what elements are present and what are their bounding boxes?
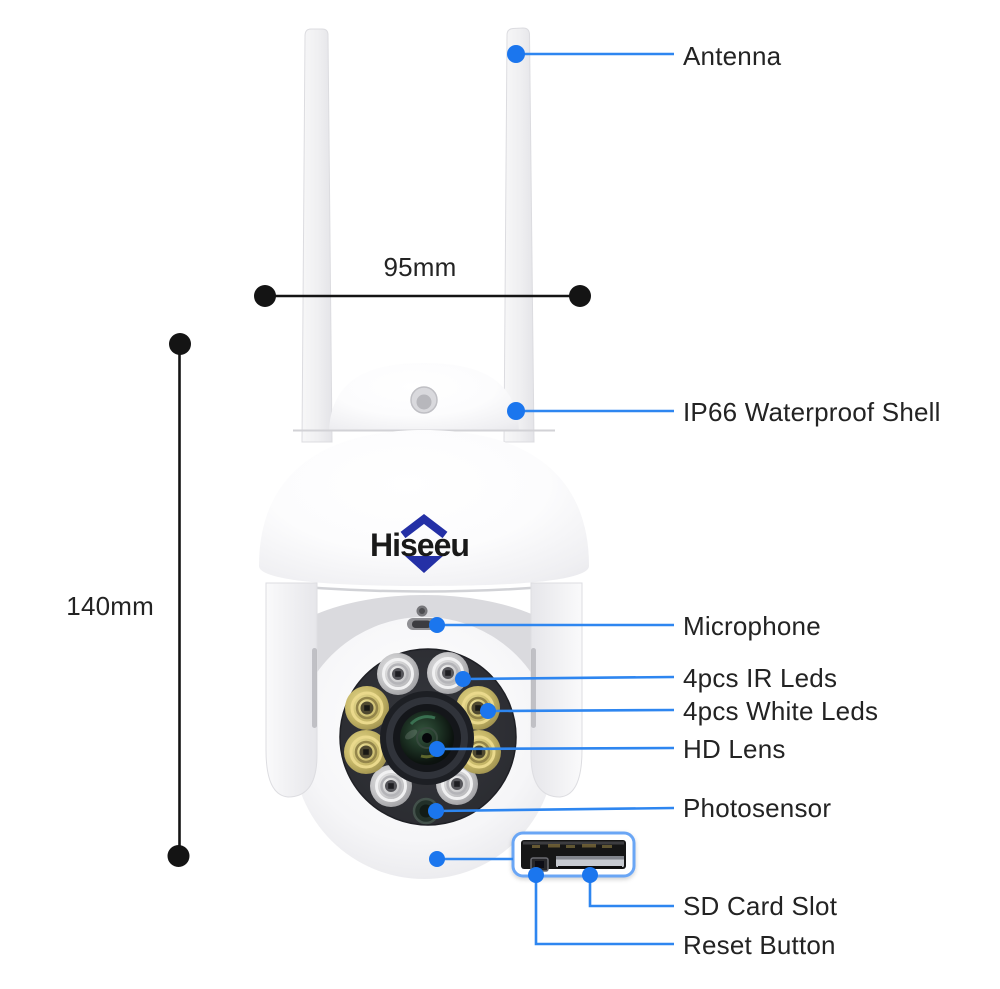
callout-line-sd-slot [588,875,674,908]
width-measurement-label: 95mm [383,252,457,282]
antenna-left [301,28,333,443]
brand-logo-text: Hiseeu [370,527,470,563]
callout-line-reset [534,875,674,946]
callout-line-photosensor [435,806,675,813]
hd-lens [380,691,474,785]
label-antenna: Antenna [683,41,782,71]
ir-led-top-left [375,651,421,697]
side-arm-right [530,582,583,798]
label-reset-button: Reset Button [683,930,836,960]
side-arm-left [265,582,318,798]
label-waterproof-shell: IP66 Waterproof Shell [683,397,941,427]
sd-inset [511,831,636,878]
measurement-lines [167,285,591,867]
label-ir-leds: 4pcs IR Leds [683,663,838,693]
label-sd-card-slot: SD Card Slot [683,891,838,921]
height-measurement-label: 140mm [66,591,154,621]
callout-line-ir-leds [462,675,675,681]
brand-shield-icon [400,513,448,573]
label-hd-lens: HD Lens [683,734,786,764]
microphone [407,605,437,630]
sd-card-slot [556,856,624,869]
label-white-leds: 4pcs White Leds [683,696,879,726]
label-photosensor: Photosensor [683,793,832,823]
upper-dome-shell [259,430,589,586]
callout-line-white-leds [487,708,675,713]
label-microphone: Microphone [683,611,821,641]
callout-line-hd-lens [436,746,675,751]
antenna-right [503,27,535,443]
callout-lines [428,45,675,946]
camera-device [259,27,589,879]
screw-hole [410,386,438,414]
